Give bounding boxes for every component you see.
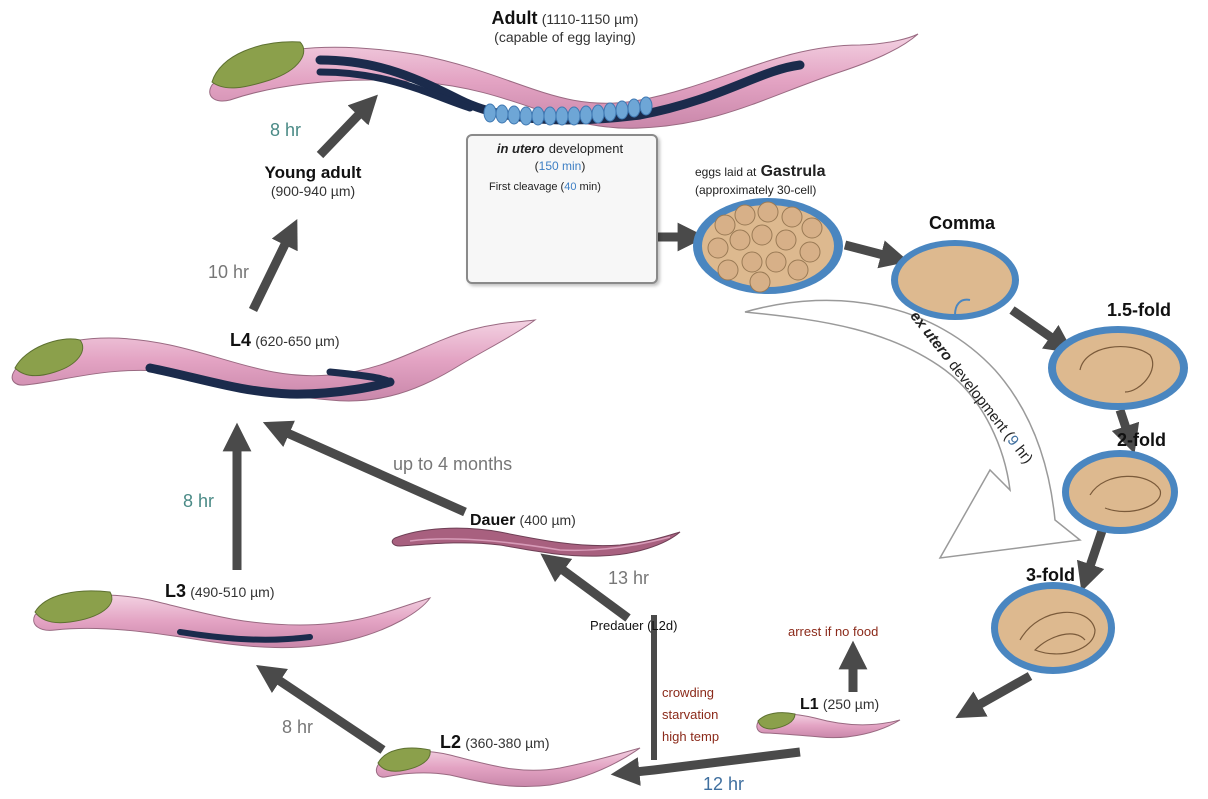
dauer-name: Dauer [470,512,515,529]
first-cleavage-label: First cleavage (40 min) [489,181,601,194]
predauer-label: Predauer (L2d) [590,619,677,634]
arrow-3fold-to-l1 [968,676,1030,711]
l3-size: (490-510 µm) [190,584,274,600]
l2-name: L2 [440,732,461,752]
l1-label: L1 (250 µm) [800,696,879,714]
adult-size: (1110-1150 µm) [542,11,639,27]
time-l2-to-l3: 8 hr [282,717,313,738]
l3-label: L3 (490-510 µm) [165,581,275,602]
l2-size: (360-380 µm) [465,735,549,751]
in-utero-title: in utero development (150 min) [470,140,650,175]
l3-name: L3 [165,581,186,601]
fold2-label: 2-fold [1117,430,1166,451]
in-utero-rest: development [549,141,623,156]
adult-note: (capable of egg laying) [494,29,636,45]
gastrula-name: Gastrula [761,163,826,180]
starvation-label: starvation [662,708,718,723]
egg-gastrula [693,198,843,294]
high-temp-label: high temp [662,730,719,745]
gastrula-label: eggs laid at Gastrula (approximately 30-… [695,163,825,199]
l4-label: L4 (620-650 µm) [230,330,340,351]
fold3-label: 3-fold [1026,565,1075,586]
first-cleavage: First cleavage [489,181,557,193]
time-dauer-to-l4: up to 4 months [393,454,512,475]
dauer-label: Dauer (400 µm) [470,512,576,530]
comma-label: Comma [929,213,995,234]
l1-size: (250 µm) [823,696,879,712]
dauer-worm [392,528,680,556]
time-young-to-adult: 8 hr [270,120,301,141]
arrow-gastrula-to-comma [845,245,895,258]
arrow-l4-to-young [253,232,291,310]
young-adult-name: Young adult [265,163,362,182]
egg-comma [891,240,1019,320]
crowding-label: crowding [662,686,714,701]
young-adult-size: (900-940 µm) [271,183,355,199]
l2-worm [376,748,640,787]
young-adult-label: Young adult (900-940 µm) [248,163,378,200]
arrow-comma-to-15fold [1012,310,1062,345]
egg-3fold [991,582,1115,674]
first-cleavage-min: min [580,181,598,193]
in-utero-italic: in utero [497,141,545,156]
l2-label: L2 (360-380 µm) [440,732,550,753]
time-l1-to-l2: 12 hr [703,774,744,795]
eggs-laid: eggs laid at [695,165,756,179]
first-cleavage-time: 40 [564,181,576,193]
ex-utero-arrow [745,300,1080,558]
time-predauer-to-dauer: 13 hr [608,568,649,589]
time-l4-to-young: 10 hr [208,262,249,283]
adult-name: Adult [492,8,538,28]
gastrula-note: (approximately 30-cell) [695,183,816,197]
adult-label: Adult (1110-1150 µm) (capable of egg lay… [430,8,700,46]
l1-worm [757,713,900,738]
l4-size: (620-650 µm) [255,333,339,349]
egg-2fold [1062,450,1178,534]
fold15-label: 1.5-fold [1107,300,1171,321]
time-l3-to-l4: 8 hr [183,491,214,512]
arrow-young-to-adult [320,105,368,155]
in-utero-time: 150 min [539,159,582,173]
adult-worm [210,34,918,128]
arrest-label: arrest if no food [788,625,878,640]
l4-name: L4 [230,330,251,350]
dauer-size: (400 µm) [520,512,576,528]
arrow-l2-to-l3 [268,673,383,750]
egg-15fold [1048,326,1188,410]
l1-name: L1 [800,696,819,713]
